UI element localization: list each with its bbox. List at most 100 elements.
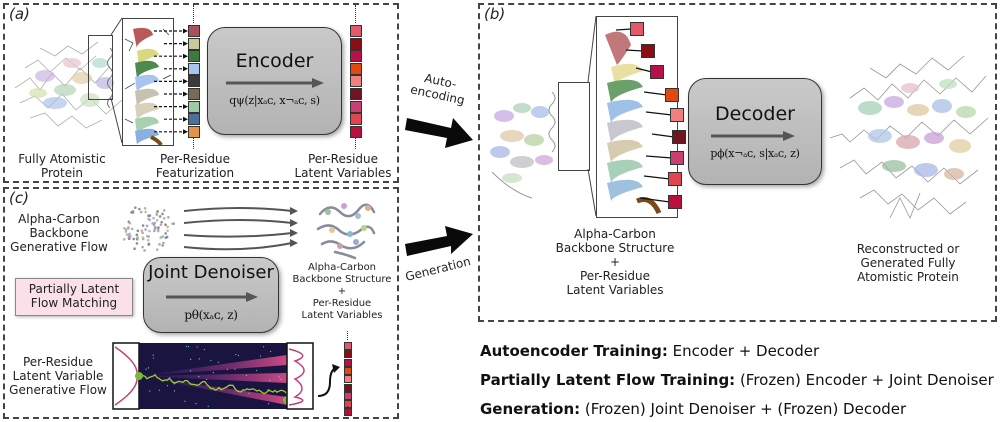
joint-denoiser-box[interactable]: Joint Denoiser pθ(xₐᴄ, z) — [143, 257, 279, 333]
noise-point — [153, 229, 156, 233]
noise-point — [143, 207, 147, 210]
reconstructed-protein-image — [829, 55, 989, 219]
backbone-flow-caption: Alpha-Carbon Backbone Generative Flow — [10, 212, 108, 254]
encoder-box[interactable]: Encoder qψ(z|xₐᴄ, x¬ₐᴄ, s) — [207, 27, 342, 135]
noise-point — [153, 227, 157, 231]
noise-point — [139, 210, 143, 214]
flow-star — [212, 371, 214, 374]
helix-b-icon — [605, 31, 662, 215]
panel-a-label: (a) — [9, 5, 30, 23]
noise-point — [122, 226, 126, 230]
zoom-window-small — [88, 35, 113, 100]
noise-point — [135, 242, 139, 245]
feature-arrowhead — [183, 66, 188, 72]
feature-arrowhead — [183, 78, 188, 84]
noise-point — [141, 236, 145, 239]
connector-line — [643, 175, 671, 180]
pill-label: Partially Latent Flow Matching — [28, 282, 120, 310]
noise-point — [147, 214, 150, 217]
residue-square — [188, 75, 200, 88]
flow-star — [190, 358, 192, 360]
noise-point — [166, 225, 169, 229]
flow-star — [198, 376, 200, 378]
flow-star — [203, 349, 205, 351]
per-residue-latent-caption: Per-Residue Latent Variables — [294, 152, 392, 180]
flow-star — [245, 374, 248, 377]
connector-line — [645, 155, 673, 159]
legend-1-rest: Encoder + Decoder — [667, 342, 820, 360]
connector-line — [615, 28, 633, 31]
reconstructed-protein-caption: Reconstructed or Generated Fully Atomist… — [856, 242, 960, 284]
noise-point — [146, 238, 150, 242]
noise-point — [136, 236, 140, 239]
feature-arrowhead — [183, 129, 188, 135]
noise-point — [122, 238, 126, 241]
flow-star — [158, 389, 160, 391]
attached-latent-square — [670, 108, 684, 122]
noise-point — [135, 233, 139, 237]
noise-point — [159, 236, 163, 239]
residue-square — [188, 37, 200, 50]
noise-point — [141, 245, 144, 249]
flow-star — [235, 353, 237, 356]
zoom-projection-lines-b — [587, 15, 597, 217]
flow-star — [269, 379, 271, 381]
connector-line — [635, 67, 653, 73]
attached-latent-square — [650, 65, 664, 79]
residue-square — [350, 37, 362, 50]
attached-latent-square — [630, 22, 644, 36]
noise-point — [164, 223, 167, 226]
noise-point — [134, 206, 137, 209]
flow-star — [184, 400, 186, 402]
legend-3-bold: Generation: — [480, 400, 581, 418]
noise-point — [136, 229, 140, 233]
flow-star — [207, 405, 209, 408]
feature-arrowhead — [183, 104, 188, 110]
noise-point — [164, 232, 167, 235]
noise-point — [171, 222, 174, 225]
flow-arrows-icon — [183, 207, 298, 251]
legend-autoencoder-training: Autoencoder Training: Encoder + Decoder — [480, 342, 819, 360]
attached-latent-square — [668, 172, 682, 186]
flow-star — [173, 390, 176, 392]
residue-square — [350, 75, 362, 88]
auto-encoding-arrow-icon[interactable] — [405, 110, 475, 150]
noise-point — [148, 218, 151, 222]
noise-point — [161, 212, 164, 216]
noise-point — [144, 228, 147, 231]
legend-2-rest: (Frozen) Encoder + Joint Denoiser — [735, 371, 994, 389]
noise-point — [145, 224, 149, 228]
noise-point — [152, 216, 155, 220]
noise-point — [132, 237, 135, 241]
noise-point — [127, 237, 131, 240]
noise-point — [144, 210, 147, 214]
noise-point — [167, 215, 170, 219]
latent-flow-caption: Per-Residue Latent Variable Generative F… — [9, 355, 107, 397]
flow-star — [270, 350, 272, 353]
noise-point — [148, 229, 151, 233]
encoder-formula: qψ(z|xₐᴄ, x¬ₐᴄ, s) — [229, 94, 320, 107]
attached-latent-square — [665, 88, 679, 102]
connector-line — [645, 111, 673, 116]
attached-latent-square — [670, 151, 684, 165]
generation-arrow-icon[interactable] — [405, 222, 475, 262]
noise-point — [153, 221, 157, 225]
noise-point — [124, 230, 128, 233]
noise-point — [157, 226, 160, 230]
encoder-title: Encoder — [235, 50, 314, 72]
featurization-arrows — [154, 28, 188, 135]
zoomed-helix-b-panel — [596, 16, 678, 218]
flow-star — [149, 390, 151, 392]
attached-latent-square — [641, 44, 655, 58]
legend-3-rest: (Frozen) Joint Denoiser + (Frozen) Decod… — [580, 400, 907, 418]
noise-point — [160, 220, 164, 224]
residue-square — [344, 375, 352, 384]
flow-star — [280, 378, 282, 381]
noise-point — [156, 228, 160, 232]
flow-star — [195, 403, 197, 405]
noise-point — [162, 216, 166, 220]
noise-point — [166, 229, 169, 232]
decoder-box[interactable]: Decoder pϕ(x¬ₐᴄ, s|xₐᴄ, z) — [688, 78, 822, 185]
flow-star — [237, 354, 240, 357]
flow-star — [259, 355, 262, 357]
